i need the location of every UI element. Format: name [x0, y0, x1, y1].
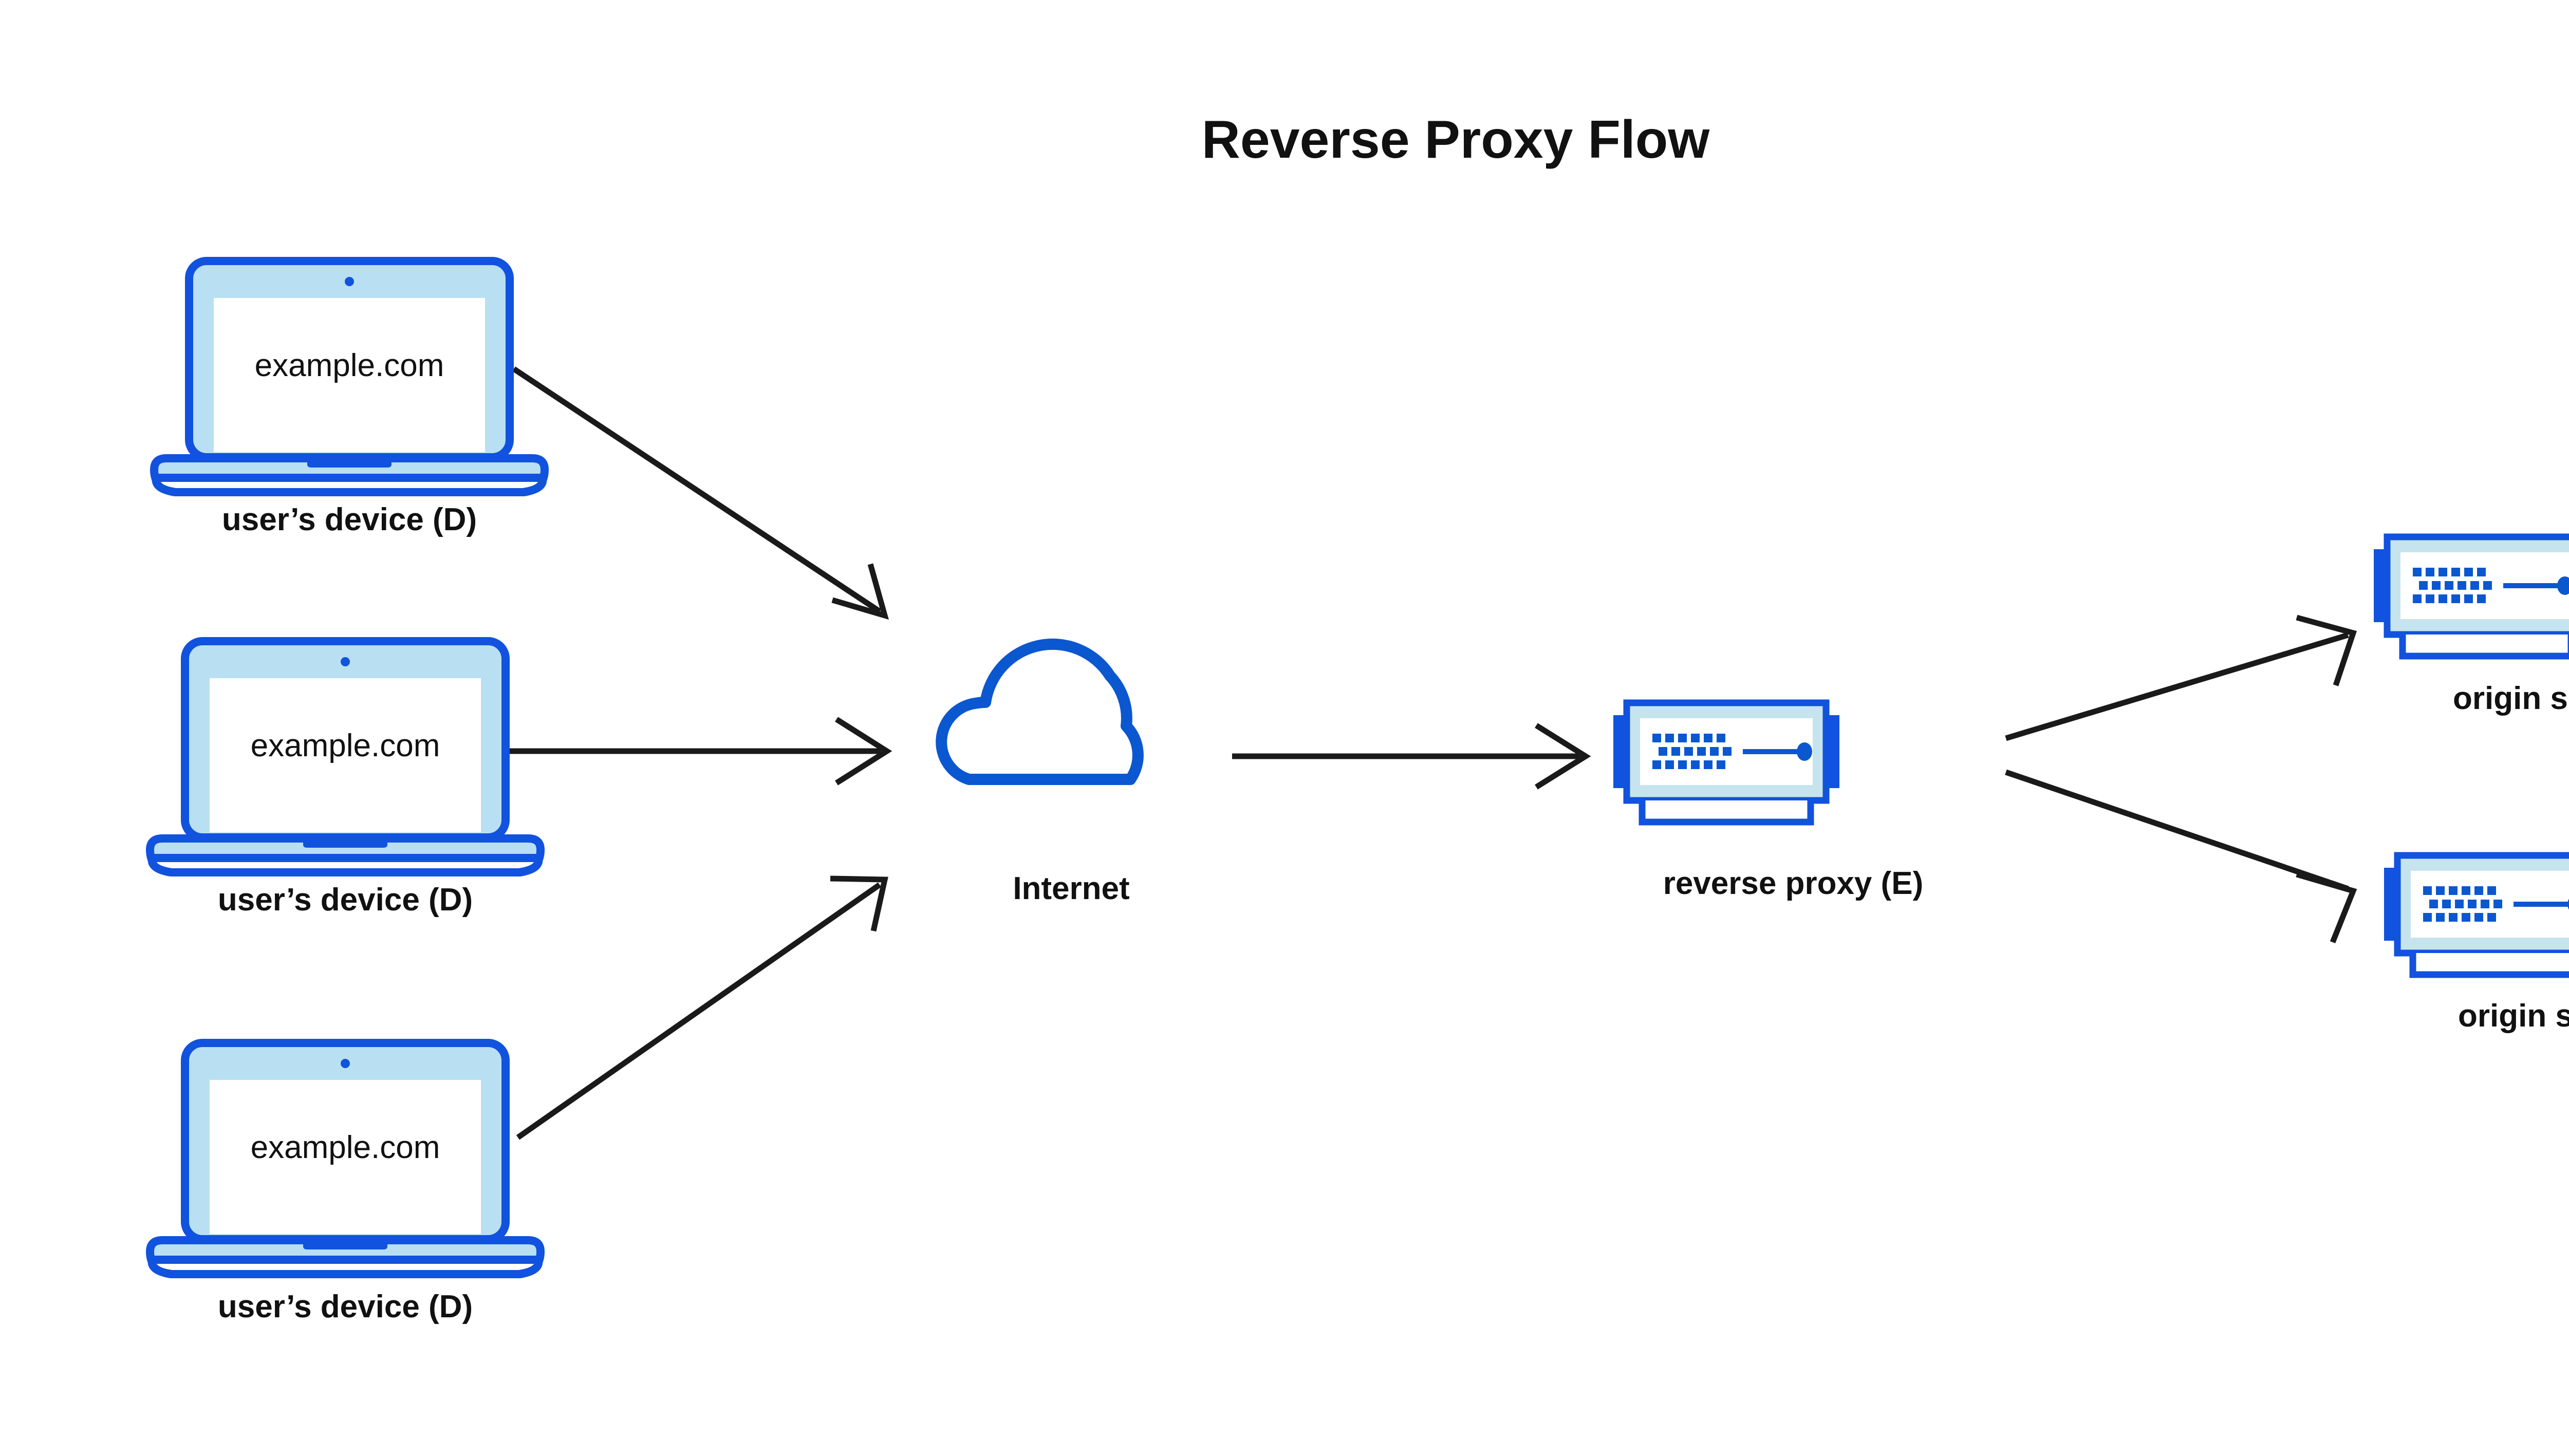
internet-label: Internet — [1013, 871, 1129, 906]
node-internet-cloud[interactable]: Internet — [941, 644, 1138, 906]
connector-device1-to-internet — [512, 366, 889, 620]
origin-label: origin server (F) — [2453, 681, 2569, 716]
node-reverse-proxy[interactable]: reverse proxy (E) — [1613, 703, 1923, 901]
server-icon — [2384, 855, 2569, 975]
connector-internet-to-proxy — [1232, 723, 1591, 790]
device-screen-text: example.com — [251, 728, 440, 763]
device-label: user’s device (D) — [218, 882, 473, 918]
connector-proxy-to-origin1 — [2005, 614, 2357, 741]
node-origin-server-2[interactable]: origin server (F) — [2384, 855, 2569, 1034]
origin-label: origin server (F) — [2458, 998, 2569, 1034]
server-icon — [1613, 703, 1839, 822]
node-user-device-3[interactable]: example.com user’s device (D) — [150, 1043, 541, 1324]
device-label: user’s device (D) — [222, 502, 477, 537]
diagram-title: Reverse Proxy Flow — [1202, 110, 1710, 170]
device-label: user’s device (D) — [218, 1289, 473, 1324]
node-user-device-1[interactable]: example.com user’s device (D) — [154, 261, 545, 537]
connector-device2-to-internet — [505, 717, 892, 786]
device-screen-text: example.com — [251, 1130, 440, 1165]
node-user-device-2[interactable]: example.com user’s device (D) — [150, 641, 541, 918]
proxy-label: reverse proxy (E) — [1663, 866, 1924, 901]
connector-proxy-to-origin2 — [2005, 769, 2357, 944]
node-origin-server-1[interactable]: origin server (F) — [2374, 537, 2569, 716]
server-icon — [2374, 537, 2569, 656]
device-screen-text: example.com — [255, 348, 444, 383]
connector-device3-to-internet — [516, 875, 888, 1140]
connector-layer — [505, 366, 2357, 1140]
